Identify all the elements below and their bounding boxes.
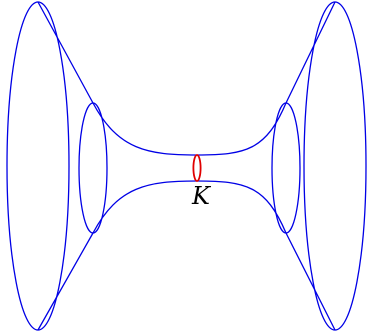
right-top-generator xyxy=(285,1,336,104)
left-outer-ring xyxy=(6,1,70,331)
right-bottom-generator xyxy=(285,232,336,331)
throat-bottom-curve xyxy=(92,180,287,234)
left-top-generator xyxy=(37,1,94,104)
left-inner-ring xyxy=(78,102,108,234)
neck-curve-k xyxy=(192,154,202,182)
left-bottom-generator xyxy=(37,232,94,331)
neck-curve-label: K xyxy=(191,182,212,210)
throat-top-curve xyxy=(92,102,287,156)
right-outer-ring xyxy=(303,1,367,331)
